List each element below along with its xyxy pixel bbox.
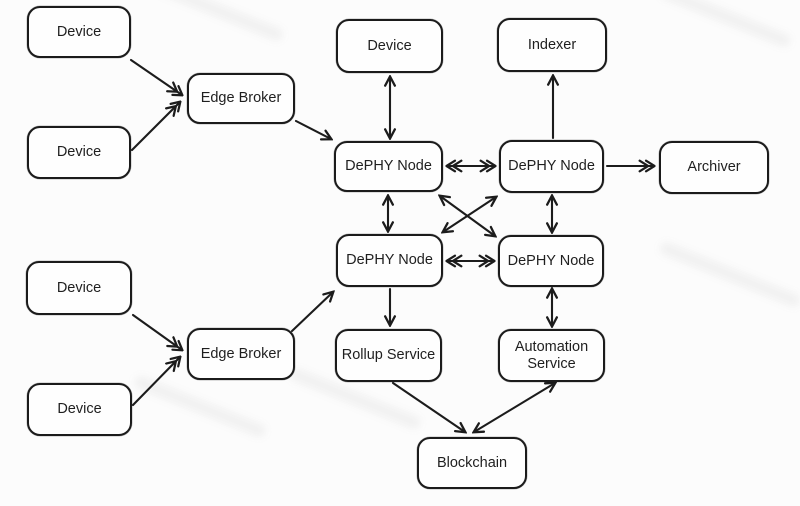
watermark-smudge: [657, 0, 793, 49]
node-device-2: Device: [27, 126, 131, 179]
arrow-automation-blockchain: [474, 383, 555, 432]
node-edge-broker-1-label: Edge Broker: [200, 90, 282, 107]
node-archiver: Archiver: [659, 141, 769, 194]
node-automation-service: Automation Service: [498, 329, 605, 382]
node-device-3-label: Device: [367, 37, 412, 54]
arrow-device1-edgebroker1: [129, 58, 182, 95]
arrow-dephy2-dephy3: [443, 197, 496, 232]
arrow-edgebroker2-dephy3: [290, 292, 333, 333]
node-device-5-label: Device: [57, 401, 102, 418]
node-dephy-1-label: DePHY Node: [345, 158, 432, 175]
node-indexer: Indexer: [497, 18, 607, 72]
node-device-4-label: Device: [56, 279, 102, 296]
node-device-3: Device: [336, 19, 443, 73]
node-device-2-label: Device: [56, 144, 102, 161]
node-indexer-label: Indexer: [527, 36, 577, 53]
node-edge-broker-2: Edge Broker: [187, 328, 295, 380]
node-device-1-label: Device: [56, 23, 102, 40]
arrow-device4-edgebroker2: [131, 313, 182, 350]
node-device-1: Device: [27, 6, 131, 58]
node-blockchain: Blockchain: [417, 437, 527, 489]
node-dephy-2: DePHY Node: [499, 140, 604, 193]
watermark-smudge: [658, 240, 800, 309]
node-rollup-service-label: Rollup Service: [341, 347, 436, 364]
arrow-device2-edgebroker1: [130, 102, 180, 152]
node-automation-service-label: Automation Service: [514, 338, 589, 372]
node-dephy-2-label: DePHY Node: [508, 158, 595, 175]
arrow-edgebroker1-dephy1: [294, 119, 331, 139]
node-dephy-4: DePHY Node: [498, 235, 604, 287]
arrow-dephy1-dephy4: [440, 196, 495, 236]
node-dephy-1: DePHY Node: [334, 141, 443, 192]
node-dephy-3-label: DePHY Node: [346, 252, 433, 269]
node-dephy-4-label: DePHY Node: [507, 252, 595, 269]
node-edge-broker-1: Edge Broker: [187, 73, 295, 124]
node-blockchain-label: Blockchain: [436, 454, 508, 471]
node-edge-broker-2-label: Edge Broker: [200, 345, 282, 362]
watermark-smudge: [141, 0, 285, 43]
node-dephy-3: DePHY Node: [336, 234, 443, 287]
node-rollup-service: Rollup Service: [335, 329, 442, 382]
node-device-5: Device: [27, 383, 132, 436]
node-archiver-label: Archiver: [687, 159, 741, 176]
watermark-smudge: [132, 374, 268, 439]
node-device-4: Device: [26, 261, 132, 315]
